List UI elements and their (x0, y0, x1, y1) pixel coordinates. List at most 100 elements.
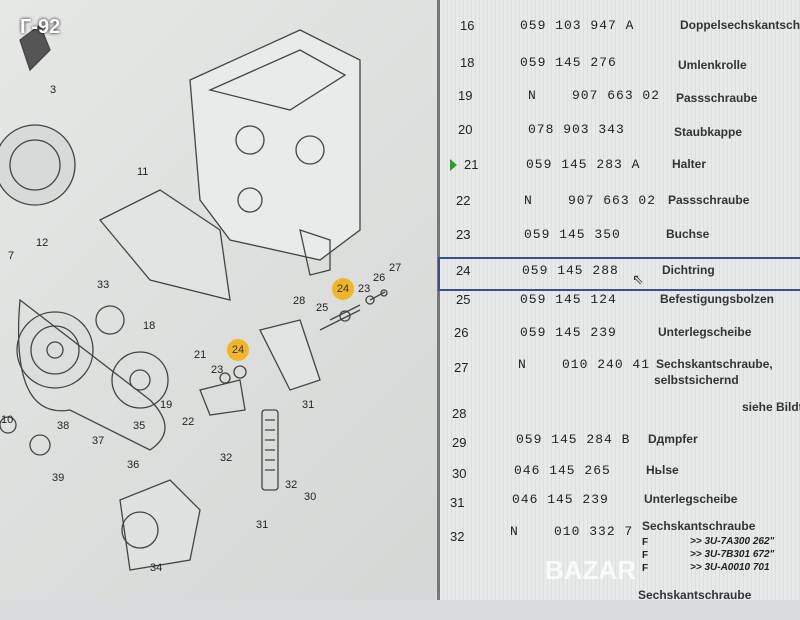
description-continued: selbstsichernd (654, 373, 739, 387)
callout-label[interactable]: 11 (137, 166, 149, 178)
callout-label[interactable]: 35 (133, 420, 146, 432)
table-row[interactable]: 25 059 145 124 Befestigungsbolzen (440, 292, 800, 324)
position: 25 (456, 292, 471, 307)
description: Dдmpfer (648, 432, 698, 446)
table-row[interactable]: 30 046 145 265 Hьlse (440, 463, 800, 495)
position: 30 (452, 466, 467, 481)
position: 19 (458, 88, 473, 103)
callout-label[interactable]: 19 (160, 399, 173, 411)
callout-label[interactable]: 30 (304, 491, 317, 503)
diagram-drawing (0, 23, 388, 571)
photo-tag: Г-92 (20, 16, 61, 38)
part-number: 078 903 343 (528, 122, 625, 137)
table-row[interactable]: 32 N 010 332 7 Sechskantschraube F >> 3U… (440, 519, 800, 584)
position: 29 (452, 435, 467, 450)
position: 18 (460, 55, 475, 70)
highlighted-callout[interactable]: 24 (227, 339, 249, 361)
description: Unterlegscheibe (644, 492, 738, 506)
description: Sechskantschraube (638, 588, 752, 602)
description: Passschraube (676, 91, 758, 105)
callout-label[interactable]: 23 (211, 364, 224, 376)
note-text: >> 3U-7B301 672" (690, 549, 775, 560)
highlighted-callout[interactable]: 24 (332, 278, 354, 300)
description: Dichtring (662, 263, 715, 277)
table-row[interactable]: 28 siehe Bildta (440, 400, 800, 432)
parts-table: 16 059 103 947 A Doppelsechskantsch 18 059 … (438, 0, 800, 602)
note-flag: F (642, 537, 649, 548)
description: Umlenkrolle (678, 58, 747, 72)
description: Befestigungsbolzen (660, 292, 775, 306)
description: Doppelsechskantsch (680, 18, 800, 32)
callout-label[interactable]: 32 (285, 479, 298, 491)
callout-label[interactable]: 21 (194, 349, 207, 361)
callout-label[interactable]: 37 (92, 435, 105, 447)
table-row[interactable]: 20 078 903 343 Staubkappe (440, 122, 800, 154)
callout-label[interactable]: 38 (57, 420, 70, 432)
callout-label[interactable]: 39 (52, 472, 65, 484)
description: Unterlegscheibe (658, 325, 752, 339)
note-flag: F (642, 550, 649, 561)
part-number: 059 145 350 (524, 227, 621, 242)
position: 24 (456, 263, 471, 278)
part-number: 059 103 947 A (520, 18, 635, 33)
callout-label[interactable]: 36 (127, 459, 140, 471)
callout-label[interactable]: 3 (50, 84, 57, 96)
note-text: >> 3U-A0010 701 (690, 562, 770, 573)
note-flag: F (642, 563, 649, 574)
watermark-logo: BAZAR (545, 555, 636, 585)
callout-label[interactable]: 34 (150, 562, 163, 574)
table-row[interactable]: 18 059 145 276 Umlenkrolle (440, 55, 800, 87)
callout-label[interactable]: 27 (389, 262, 402, 274)
position: 23 (456, 227, 471, 242)
callout-label[interactable]: 26 (373, 272, 386, 284)
position: 20 (458, 122, 473, 137)
description: siehe Bildta (742, 400, 800, 414)
callout-label[interactable]: 18 (143, 320, 156, 332)
description: Hьlse (646, 463, 679, 477)
position: 26 (454, 325, 469, 340)
note-text: >> 3U-7A300 262" (690, 536, 775, 547)
callout-label[interactable]: 25 (316, 302, 329, 314)
position: 22 (456, 193, 471, 208)
position: 27 (454, 360, 469, 375)
table-row[interactable]: 26 059 145 239 Unterlegscheibe (440, 325, 800, 357)
part-number: N 907 663 02 (524, 193, 657, 208)
exploded-parts-diagram[interactable]: Г-92 3 11 12 7 33 18 28 25 23 26 27 21 2… (0, 0, 440, 600)
part-number: 059 145 276 (520, 55, 617, 70)
callout-label[interactable]: 12 (36, 237, 49, 249)
description: Sechskantschraube, (656, 357, 773, 371)
description: Buchse (666, 227, 710, 241)
position: 21 (464, 157, 479, 172)
part-number: 059 145 124 (520, 292, 617, 307)
table-row[interactable]: 16 059 103 947 A Doppelsechskantsch (440, 18, 800, 50)
position: 16 (460, 18, 475, 33)
callout-label[interactable]: 22 (182, 416, 195, 428)
position: 28 (452, 406, 467, 421)
callout-label[interactable]: 10 (1, 414, 14, 426)
position: 31 (450, 495, 465, 510)
position: 32 (450, 529, 465, 544)
callout-label[interactable]: 31 (302, 399, 315, 411)
panel-divider[interactable] (437, 0, 440, 600)
current-row-arrow-icon (450, 159, 457, 171)
description: Staubkappe (674, 125, 743, 139)
callout-label[interactable]: 7 (8, 250, 15, 262)
callout-label[interactable]: 32 (220, 452, 233, 464)
callout-label[interactable]: 23 (358, 283, 371, 295)
callout-label[interactable]: 31 (256, 519, 269, 531)
description: Halter (672, 157, 707, 171)
callout-label[interactable]: 28 (293, 295, 306, 307)
callout-label[interactable]: 33 (97, 279, 110, 291)
table-row[interactable]: 23 059 145 350 Buchse (440, 227, 800, 259)
table-row[interactable]: Sechskantschraube (440, 588, 800, 620)
part-number: N 010 332 7 (510, 524, 634, 539)
part-number: 059 145 239 (520, 325, 617, 340)
part-number: 046 145 265 (514, 463, 611, 478)
